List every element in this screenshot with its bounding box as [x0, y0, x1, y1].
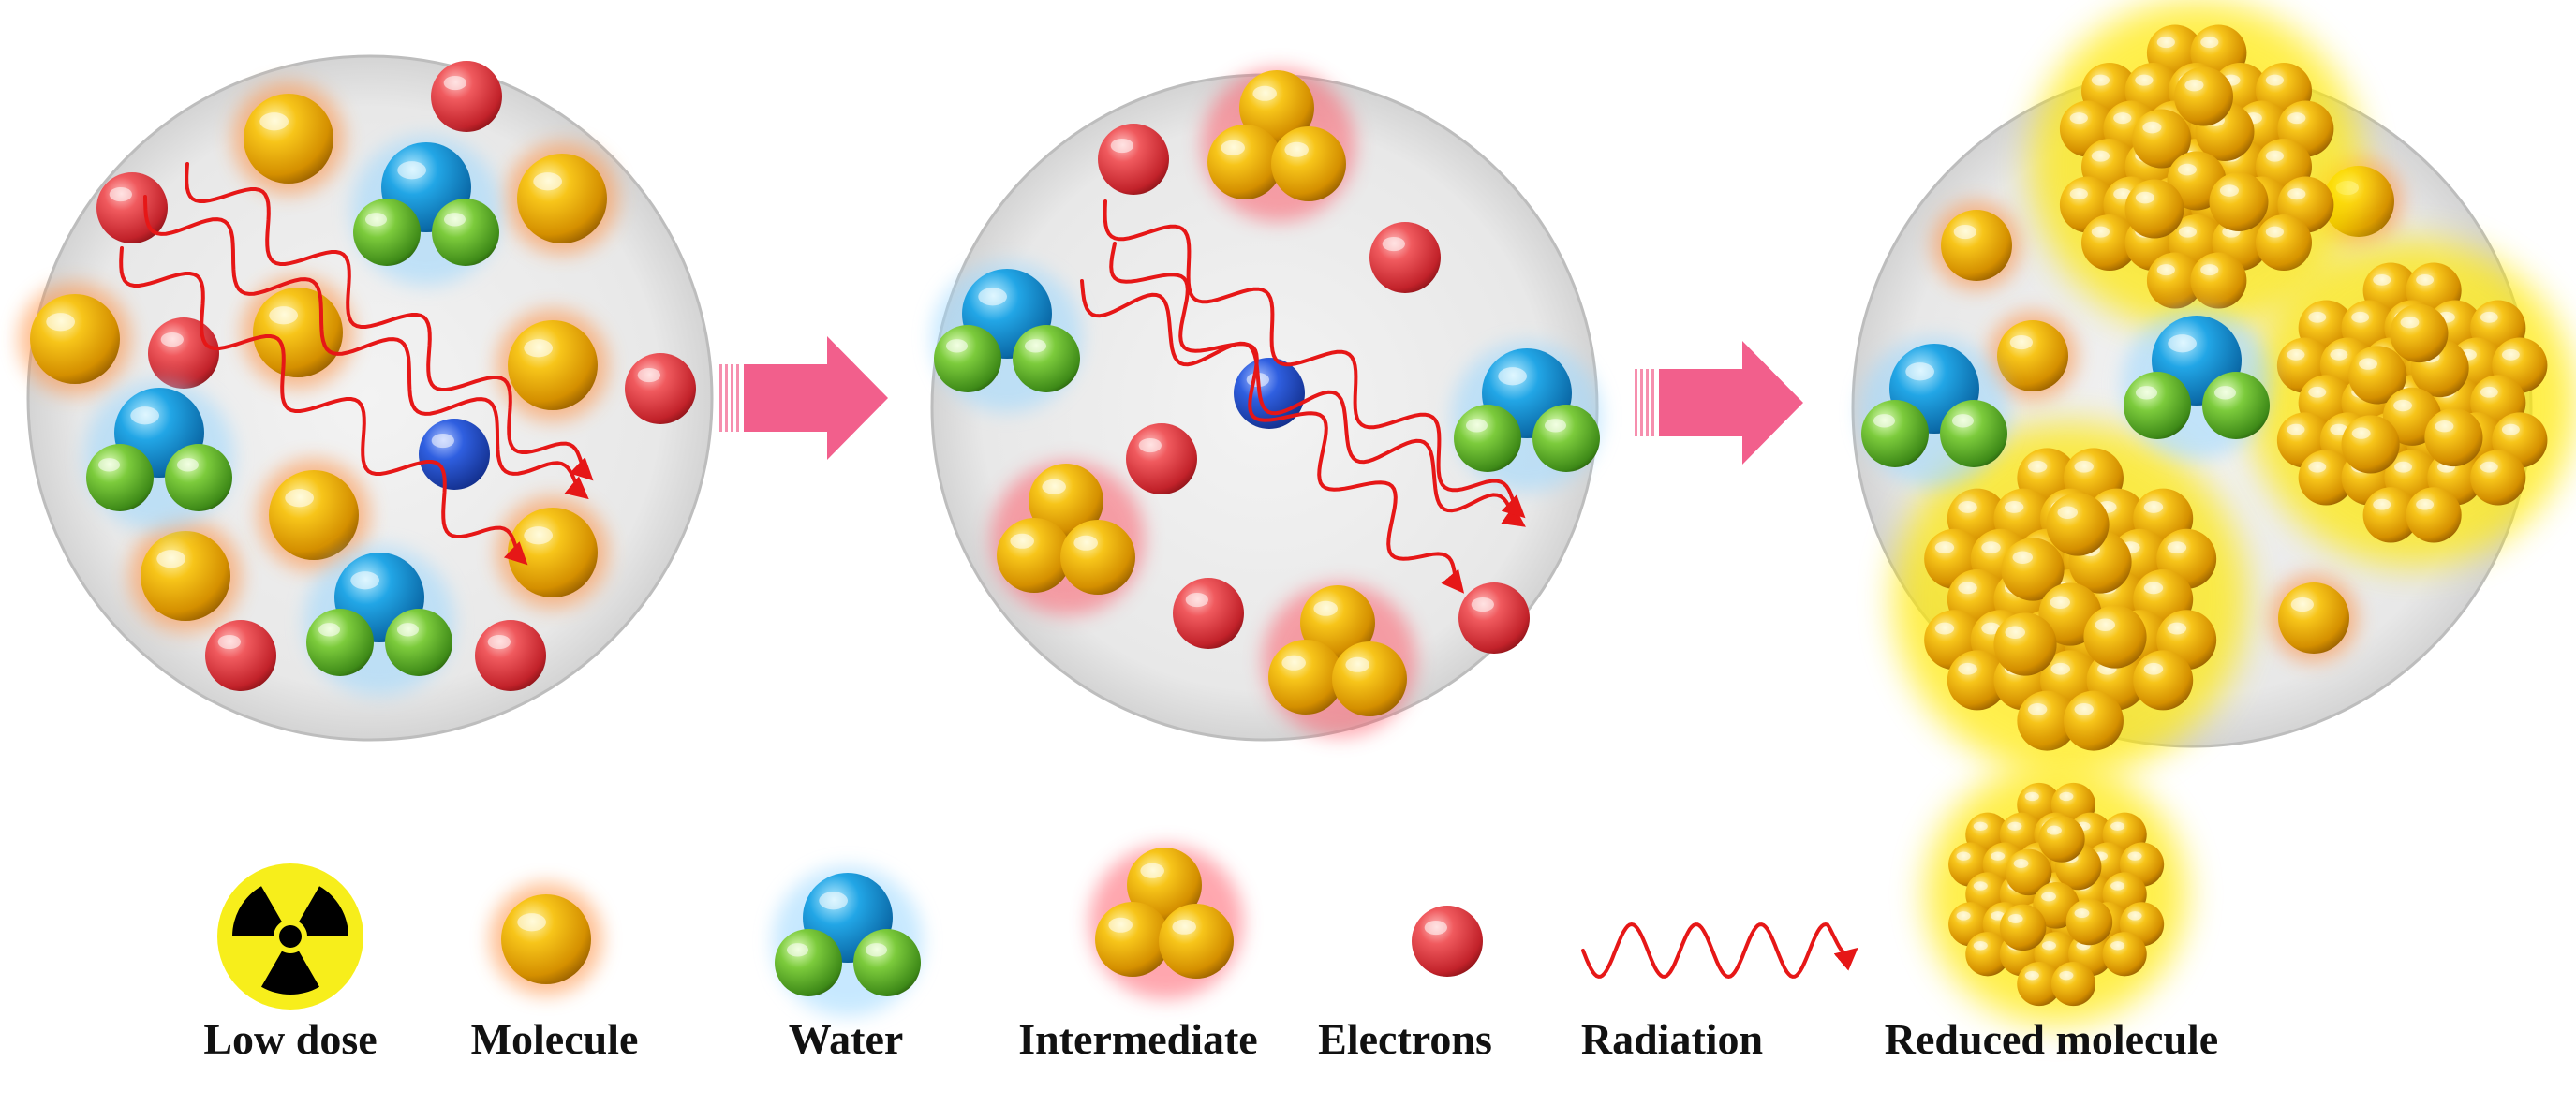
intermediate-cluster: [1089, 846, 1243, 999]
molecule-icon: [490, 883, 602, 995]
radiation-wave: [185, 162, 594, 481]
reduced-molecule-cluster-icon: [1925, 763, 2187, 1025]
water-molecule: [84, 381, 234, 531]
reduced-molecule-cluster: [1925, 763, 2187, 1025]
electron: [148, 317, 219, 389]
legend-label-radiation: Radiation: [1580, 1015, 1764, 1063]
legend: [217, 763, 2187, 1025]
molecule: [258, 459, 370, 571]
molecule: [490, 883, 602, 995]
water-molecule: [304, 546, 454, 696]
electron: [1126, 423, 1197, 494]
intermediate-cluster-icon: [1089, 846, 1243, 999]
intermediate-cluster: [1263, 583, 1416, 737]
reduced-molecule-cluster: [2248, 239, 2576, 567]
panel-stage-1: [19, 54, 714, 742]
electron: [1098, 124, 1169, 195]
radiation-wave: [1103, 199, 1526, 519]
electron: [1173, 578, 1244, 649]
radiation-wave: [143, 195, 589, 500]
electron: [205, 620, 276, 691]
water-molecule: [2122, 309, 2272, 459]
molecule: [1988, 311, 2078, 401]
radiation-wave: [119, 246, 528, 566]
electron: [1369, 222, 1441, 293]
molecule: [506, 142, 618, 255]
electron: [1458, 582, 1530, 654]
electron: [1412, 906, 1483, 977]
molecule: [496, 496, 609, 609]
electron-icon: [1412, 906, 1483, 977]
reduced-molecule-cluster: [2031, 1, 2362, 332]
panel-stage-3: [1851, 1, 2576, 776]
electron: [625, 353, 696, 424]
water-molecule: [351, 136, 501, 286]
legend-label-electrons: Electrons: [1318, 1015, 1492, 1063]
radiation-wave: [1080, 279, 1526, 527]
water-molecule-icon: [773, 866, 923, 1016]
radiation-symbol-icon: [217, 863, 363, 1010]
electron: [431, 61, 502, 132]
radiation-waves: [1080, 199, 1526, 594]
legend-label-molecule: Molecule: [470, 1015, 639, 1063]
legend-label-intermediate: Intermediate: [1018, 1015, 1258, 1063]
water-molecule: [1859, 337, 2009, 487]
water-molecule: [773, 866, 923, 1016]
molecule: [232, 82, 345, 195]
radiation-wave-icon: [1581, 922, 1858, 980]
reduced-molecule-cluster: [1893, 422, 2247, 776]
intermediate-cluster: [1202, 68, 1355, 222]
legend-label-water: Water: [788, 1015, 904, 1063]
molecule: [1932, 200, 2021, 290]
process-arrow-2: [1635, 341, 1803, 465]
molecule: [129, 520, 242, 632]
radiation-waves: [119, 162, 594, 566]
molecule: [19, 283, 131, 395]
panel-stage-2: [930, 68, 1602, 742]
radiation-wave: [1109, 242, 1465, 594]
molecule: [2269, 573, 2359, 663]
legend-label-low-dose: Low dose: [203, 1015, 378, 1063]
water-molecule: [932, 262, 1082, 412]
blue-particle: [419, 419, 490, 490]
legend-label-reduced-molecule: Reduced molecule: [1884, 1015, 2219, 1063]
molecule: [496, 309, 609, 421]
intermediate-cluster: [991, 462, 1145, 615]
electron: [475, 620, 546, 691]
process-arrow-1: [719, 336, 888, 460]
water-molecule: [1452, 342, 1602, 492]
